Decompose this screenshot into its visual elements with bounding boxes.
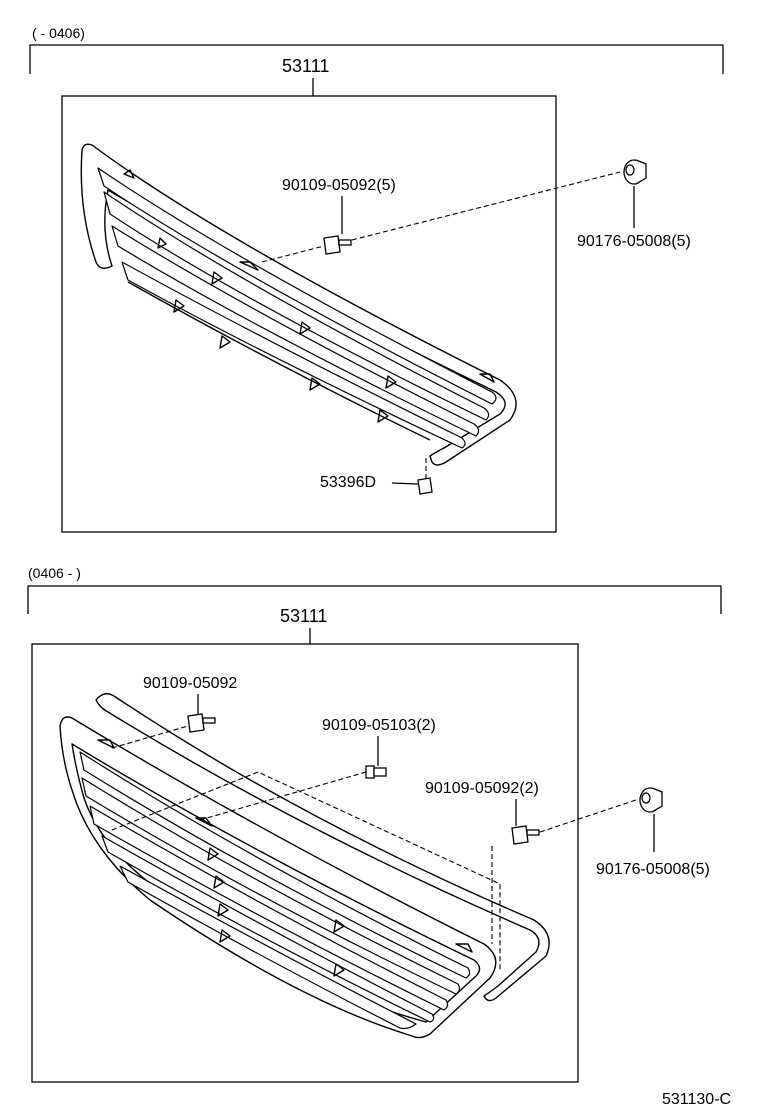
screw-icon <box>323 235 352 255</box>
section-2-frame <box>31 643 579 1083</box>
section-2-bolt-part-number: 90109-05103(2) <box>322 717 436 734</box>
section-2-trim-line <box>111 771 501 972</box>
clip-icon <box>623 159 647 185</box>
diagram-code: 531130-C <box>662 1091 731 1108</box>
nut-icon <box>417 477 433 495</box>
grille-illustration-1 <box>80 143 517 466</box>
clip-icon <box>639 787 663 813</box>
section-2: (0406 - ) 53111 90109-05092 <box>27 565 722 1083</box>
section-2-range-label: (0406 - ) <box>28 565 81 581</box>
section-2-bracket <box>27 585 722 614</box>
section-1: ( - 0406) 53111 90109-05092(5) <box>29 25 724 533</box>
bolt-icon <box>365 765 387 779</box>
section-1-bracket <box>29 44 724 74</box>
section-1-nut-leader <box>391 482 419 485</box>
section-2-screw-a-part-number: 90109-05092 <box>143 675 237 692</box>
section-1-range-label: ( - 0406) <box>32 25 85 41</box>
section-1-fastening-line <box>261 171 621 263</box>
section-2-main-part-number: 53111 <box>280 606 327 626</box>
grille-illustration-2 <box>59 693 550 1039</box>
section-1-clip-part-number: 90176-05008(5) <box>577 233 691 250</box>
section-1-screw-part-number: 90109-05092(5) <box>282 177 396 194</box>
section-2-screw-b-line <box>491 799 637 944</box>
section-2-clip-part-number: 90176-05008(5) <box>596 861 710 878</box>
section-1-frame <box>61 95 557 533</box>
section-1-main-part-number: 53111 <box>282 56 329 76</box>
section-2-screw-b-part-number: 90109-05092(2) <box>425 780 539 797</box>
section-1-nut-part-number: 53396D <box>320 474 376 491</box>
section-2-bolt-line <box>199 771 367 821</box>
screw-icon <box>511 825 540 845</box>
section-2-screw-a-line <box>111 725 189 749</box>
screw-icon <box>187 713 216 733</box>
